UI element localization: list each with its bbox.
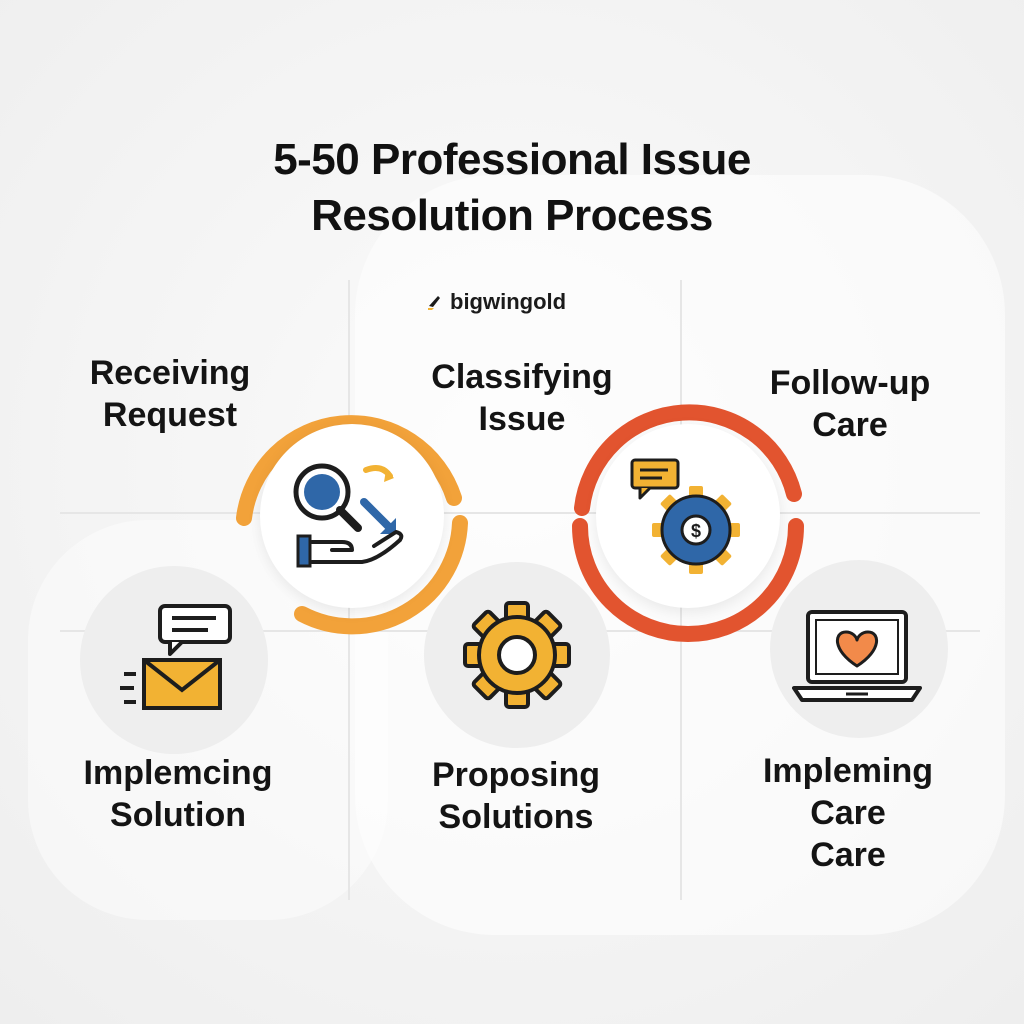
step-label-line: Follow-up (769, 364, 931, 402)
step-node-implementing-solution (80, 566, 268, 754)
step-label-line: Solutions (438, 798, 594, 836)
brand-logo: bigwingold (426, 288, 566, 316)
step-label-receiving-request: Receiving Request (60, 352, 280, 436)
svg-text:$: $ (691, 521, 701, 541)
step-label-line: Solution (110, 796, 246, 834)
step-label-line: Receiving (89, 354, 251, 392)
gear-icon (463, 601, 571, 709)
chat-gear-icon: $ (630, 458, 740, 574)
divider (60, 512, 980, 514)
page-title: 5-50 Professional Issue Resolution Proce… (0, 132, 1024, 244)
red-progress-ring (572, 404, 804, 642)
title-line-2: Resolution Process (311, 191, 713, 240)
step-label-line: Care (810, 836, 886, 874)
step-node-proposing-solutions (424, 562, 610, 748)
orange-progress-ring (236, 415, 468, 635)
step-label-line: Care (812, 406, 888, 444)
step-node-classifying-issue: $ (596, 424, 780, 608)
brand-name: bigwingold (450, 289, 567, 314)
laptop-heart-icon (792, 610, 922, 702)
step-label-follow-up-care: Follow-up Care (740, 362, 960, 446)
step-label-line: Classifying (431, 358, 613, 396)
step-label-line: Implemcing (83, 754, 273, 792)
step-node-receiving-request (260, 424, 444, 608)
step-label-proposing-solutions: Proposing Solutions (398, 754, 634, 838)
step-label-line: Request (102, 396, 238, 434)
step-label-line: Care (810, 794, 886, 832)
wing-icon (428, 296, 440, 310)
step-label-classifying-issue: Classifying Issue (404, 356, 640, 440)
envelope-chat-icon (120, 604, 232, 710)
step-node-follow-up-care (770, 560, 948, 738)
step-label-impleming-care: Impleming Care Care (734, 750, 962, 876)
step-label-line: Issue (478, 400, 566, 438)
magnifier-hand-icon (293, 463, 404, 568)
title-line-1: 5-50 Professional Issue (273, 135, 751, 184)
step-label-line: Proposing (431, 756, 601, 794)
step-label-implementing-solution: Implemcing Solution (56, 752, 300, 836)
step-label-line: Impleming (762, 752, 934, 790)
